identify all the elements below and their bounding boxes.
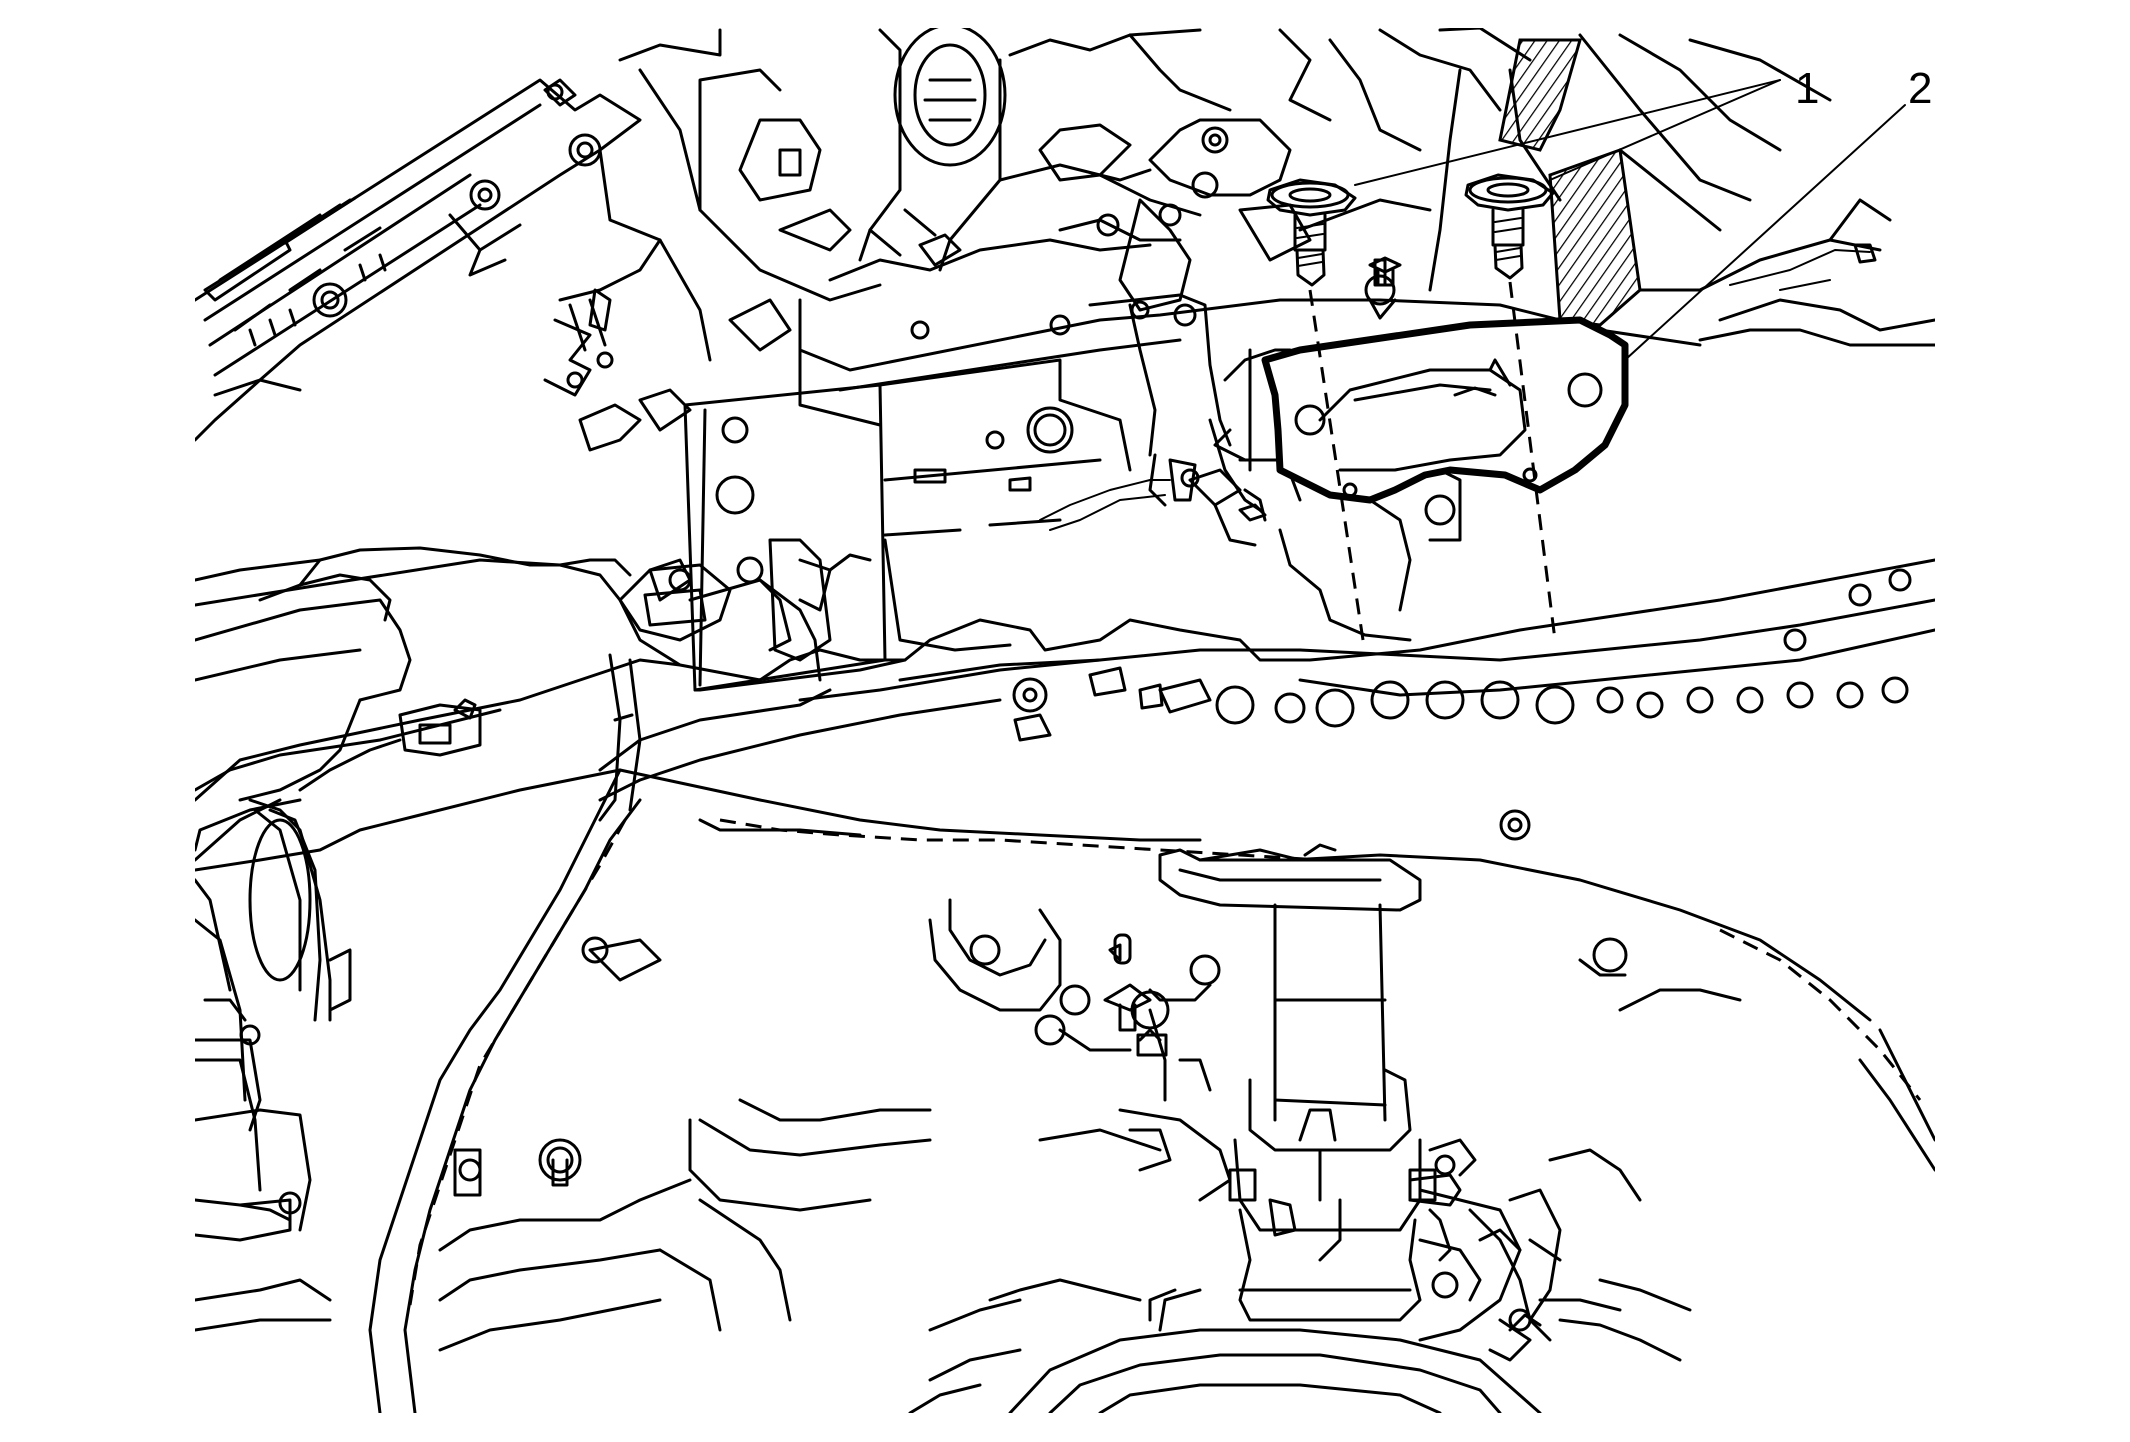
side-panel [683, 358, 1132, 692]
callout-leaders [1354, 79, 1906, 361]
lower-left-structure [195, 546, 632, 802]
bolt-right [1464, 173, 1555, 280]
lower-left-brackets [543, 288, 872, 612]
brake-rotor [908, 1278, 1542, 1413]
upper-tie-bar [195, 78, 642, 442]
mid-frame-connectors [1012, 666, 1164, 742]
callout-label-1: 1 [1795, 64, 1819, 113]
lower-control-arm [1418, 1148, 1692, 1362]
left-clamp [398, 563, 822, 822]
strut-tower-area [1118, 28, 1935, 347]
lower-rail [195, 768, 1935, 1413]
floor-panel [438, 898, 1232, 1352]
callout-label-2: 2 [1908, 64, 1932, 113]
left-wheel-area [195, 798, 352, 1192]
upper-support-structure [558, 28, 1232, 362]
front-cross-member [195, 558, 1935, 841]
bolt-left [1266, 178, 1357, 287]
bracket-outline [1261, 316, 1629, 504]
stud-pins [1238, 256, 1402, 522]
upper-frame-rail [798, 298, 1702, 427]
alignment-lines [1308, 281, 1557, 641]
